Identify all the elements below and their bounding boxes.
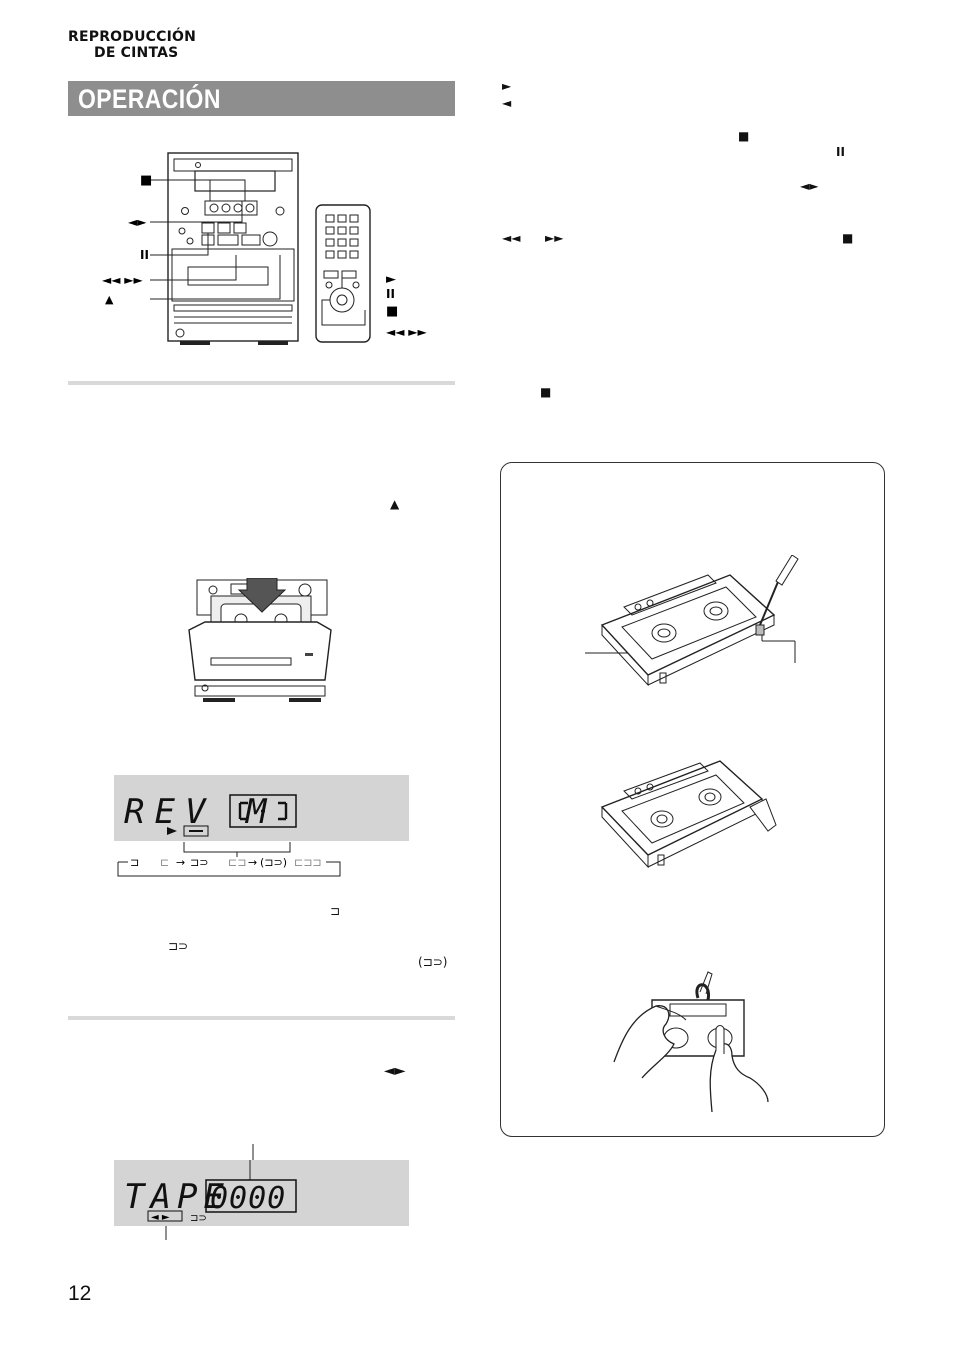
direction-symbol: ◄► — [384, 1063, 406, 1079]
rev-mode-display — [114, 775, 409, 841]
rev-mode-display-contents: REV M — [124, 792, 297, 837]
one-side-symbol: ⊐ — [330, 904, 341, 918]
rewind-symbol: ◄◄ — [502, 231, 521, 245]
label-rew-ff: ◄◄ ►► — [102, 273, 144, 287]
rev-mode-sequence: ⊐ ⊏ → ⊐⊃ ⊏⊐ → (⊐⊃) ⊏⊐⊐ — [117, 842, 341, 877]
label-play-direction: ◄► — [128, 215, 147, 229]
page-number: 12 — [68, 1282, 92, 1305]
section-heading-line1: REPRODUCCIÓN — [68, 29, 197, 45]
label-pause: II — [140, 248, 149, 262]
label-eject: ▲ — [105, 293, 114, 306]
svg-text:→: → — [176, 856, 185, 869]
section-divider — [68, 381, 455, 385]
tape-counter: 0000 — [210, 1181, 286, 1216]
tape-counter-display-contents: TAPE 0000 ◄ ► ⊐⊃ — [124, 1160, 297, 1224]
svg-text:⊏⊐⊐: ⊏⊐⊐ — [294, 856, 322, 869]
label-remote-stop: ■ — [386, 304, 398, 319]
section-divider — [68, 1016, 455, 1020]
direction-symbol: ◄► — [800, 179, 819, 193]
endless-symbol: (⊐⊃) — [418, 955, 448, 969]
eject-symbol: ▲ — [390, 497, 400, 511]
svg-text:⊏: ⊏ — [160, 856, 169, 869]
label-stop: ■ — [140, 173, 152, 188]
label-remote-pause: II — [386, 287, 395, 301]
sequence-mode-1: ⊐ — [130, 856, 139, 869]
pause-symbol: II — [836, 145, 845, 159]
both-sides-symbol: ⊐⊃ — [168, 939, 189, 953]
tape-label: TAPE — [124, 1177, 230, 1217]
sequence-mode-3: (⊐⊃) — [260, 856, 287, 869]
label-remote-rew-ff: ◄◄ ►► — [386, 325, 428, 339]
stop-symbol: ■ — [738, 129, 750, 143]
title-bar: OPERACIÓN — [68, 81, 455, 116]
tape-counter-display — [114, 1160, 409, 1226]
tape-winding-illustration — [613, 971, 769, 1113]
stereo-remote-diagram: ■ ◄► II ◄◄ ►► ▲ ► II ■ ◄◄ ►► — [102, 152, 428, 345]
play-reverse-symbol: ◄ — [502, 96, 512, 110]
sequence-mode-2: ⊐⊃ — [190, 856, 208, 869]
section-heading-line2: DE CINTAS — [94, 45, 179, 61]
fast-forward-symbol: ►► — [545, 231, 564, 245]
rev-mode-text: REV M — [124, 792, 276, 832]
cassette-insertion-illustration — [188, 578, 332, 702]
stop-symbol: ■ — [540, 385, 552, 399]
play-forward-symbol: ► — [502, 79, 512, 93]
svg-text:⊏⊐: ⊏⊐ — [228, 856, 246, 869]
tape-direction-indicator: ◄ ► — [151, 1212, 170, 1223]
cassette-tab-removal-illustration — [585, 555, 799, 687]
stop-symbol: ■ — [842, 231, 854, 245]
page-title: OPERACIÓN — [78, 84, 221, 114]
tape-mode-icon: ⊐⊃ — [190, 1213, 207, 1224]
label-remote-play: ► — [386, 272, 396, 287]
cassette-tape-cover-illustration — [600, 760, 777, 869]
section-heading: REPRODUCCIÓN DE CINTAS — [68, 29, 196, 61]
svg-text:→: → — [248, 856, 257, 869]
tape-care-box — [500, 462, 885, 1137]
